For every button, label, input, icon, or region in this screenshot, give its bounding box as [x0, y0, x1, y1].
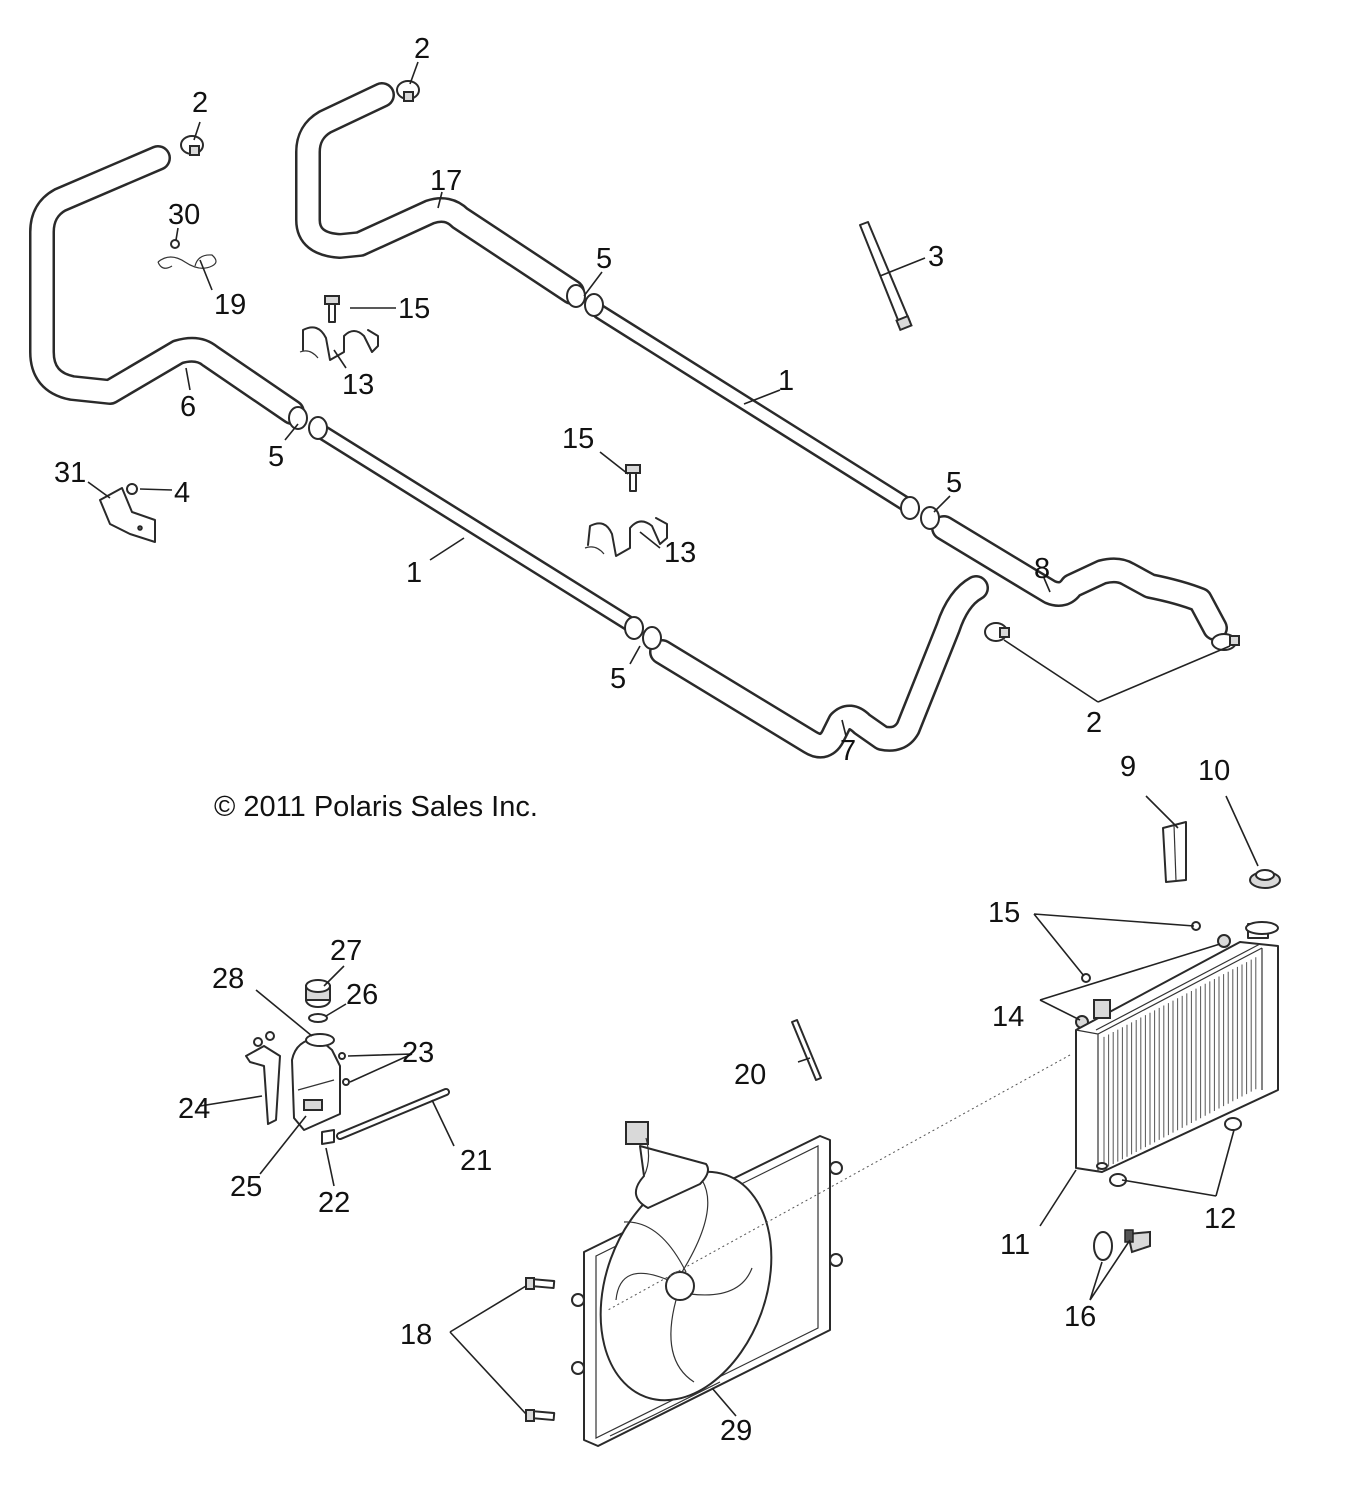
grommet-12 [1109, 1117, 1242, 1187]
callout-4: 4 [174, 477, 190, 509]
callout-13-upper: 13 [342, 369, 374, 401]
callout-11: 11 [1000, 1229, 1030, 1261]
hose-8 [931, 515, 1228, 641]
callout-14: 14 [992, 1001, 1024, 1033]
callout-17: 17 [430, 165, 462, 197]
callout-23: 23 [402, 1037, 434, 1069]
callout-25: 25 [230, 1171, 262, 1203]
clamp-2-top-left [180, 135, 204, 156]
bolt-15-middle [625, 464, 641, 492]
callout-5-upper-left: 5 [596, 243, 612, 275]
callout-20: 20 [734, 1059, 766, 1091]
wire-clip-19 [157, 239, 217, 269]
bolt-18 [525, 1277, 556, 1422]
callout-12: 12 [1204, 1203, 1236, 1235]
bracket-31 [99, 487, 156, 543]
callout-31: 31 [54, 457, 86, 489]
clamp-5-upper-right [900, 496, 940, 530]
callout-22: 22 [318, 1187, 350, 1219]
callout-27: 27 [330, 935, 362, 967]
screw-4 [126, 483, 138, 495]
callout-29: 29 [720, 1415, 752, 1447]
bracket-13-lower [584, 517, 668, 557]
callout-2-right: 2 [1086, 707, 1102, 739]
seal-26 [308, 1013, 328, 1023]
tube-1-lower [314, 424, 644, 636]
clamp-5-lower-left [288, 406, 328, 440]
overflow-hose-21 [336, 1088, 450, 1140]
clamp-5-upper-left [566, 284, 604, 317]
temp-sensor-16 [1093, 1229, 1151, 1261]
bolt-15-upper [324, 295, 340, 323]
callout-6: 6 [180, 391, 196, 423]
reservoir-cap-27 [305, 979, 331, 1008]
tube-1-upper [592, 304, 920, 516]
callout-24: 24 [178, 1093, 210, 1125]
hose-6 [29, 145, 305, 425]
callout-1-lower: 1 [406, 557, 422, 589]
callout-26: 26 [346, 979, 378, 1011]
callout-15-radiator: 15 [988, 897, 1020, 929]
callout-28: 28 [212, 963, 244, 995]
callout-18: 18 [400, 1319, 432, 1351]
leader-lines [87, 61, 1259, 1417]
coolant-reservoir-25 [291, 1033, 341, 1131]
callout-7: 7 [840, 735, 856, 767]
callout-3: 3 [928, 241, 944, 273]
callout-2-top-left: 2 [192, 87, 208, 119]
callout-9: 9 [1120, 751, 1136, 783]
radiator-core-fins [1103, 957, 1257, 1169]
screws-23 [338, 1052, 350, 1086]
radiator-11 [1075, 921, 1279, 1173]
callout-5-lower-left: 5 [268, 441, 284, 473]
callout-2-top: 2 [414, 33, 430, 65]
fitting-22 [321, 1129, 335, 1145]
callout-labels: 2 2 2 17 30 19 15 13 6 5 5 3 1 15 31 4 5… [54, 33, 1236, 1447]
bracket-13-upper [299, 326, 379, 361]
callout-15-middle: 15 [562, 423, 594, 455]
radiator-cap-10 [1249, 869, 1281, 889]
foam-strip-9 [1162, 821, 1187, 883]
callout-15-upper: 15 [398, 293, 430, 325]
callout-5-upper-right: 5 [946, 467, 962, 499]
clamp-5-lower-right [624, 616, 662, 650]
reservoir-bracket-24 [245, 1031, 281, 1125]
callout-1-upper: 1 [778, 365, 794, 397]
callout-10: 10 [1198, 755, 1230, 787]
callout-21: 21 [460, 1145, 492, 1177]
hose-17 [295, 82, 585, 305]
callout-8: 8 [1034, 553, 1050, 585]
clamp-2-top [396, 80, 420, 102]
hose-7 [649, 575, 989, 759]
fan-shroud-29 [571, 1121, 843, 1447]
tie-strap-20 [791, 1019, 822, 1081]
callout-16: 16 [1064, 1301, 1096, 1333]
callout-5-lower-right: 5 [610, 663, 626, 695]
callout-30: 30 [168, 199, 200, 231]
callout-19: 19 [214, 289, 246, 321]
tie-strap-3 [859, 221, 913, 332]
copyright-notice: © 2011 Polaris Sales Inc. [214, 791, 538, 823]
clamp-2-mid [984, 622, 1010, 642]
callout-13-lower: 13 [664, 537, 696, 569]
